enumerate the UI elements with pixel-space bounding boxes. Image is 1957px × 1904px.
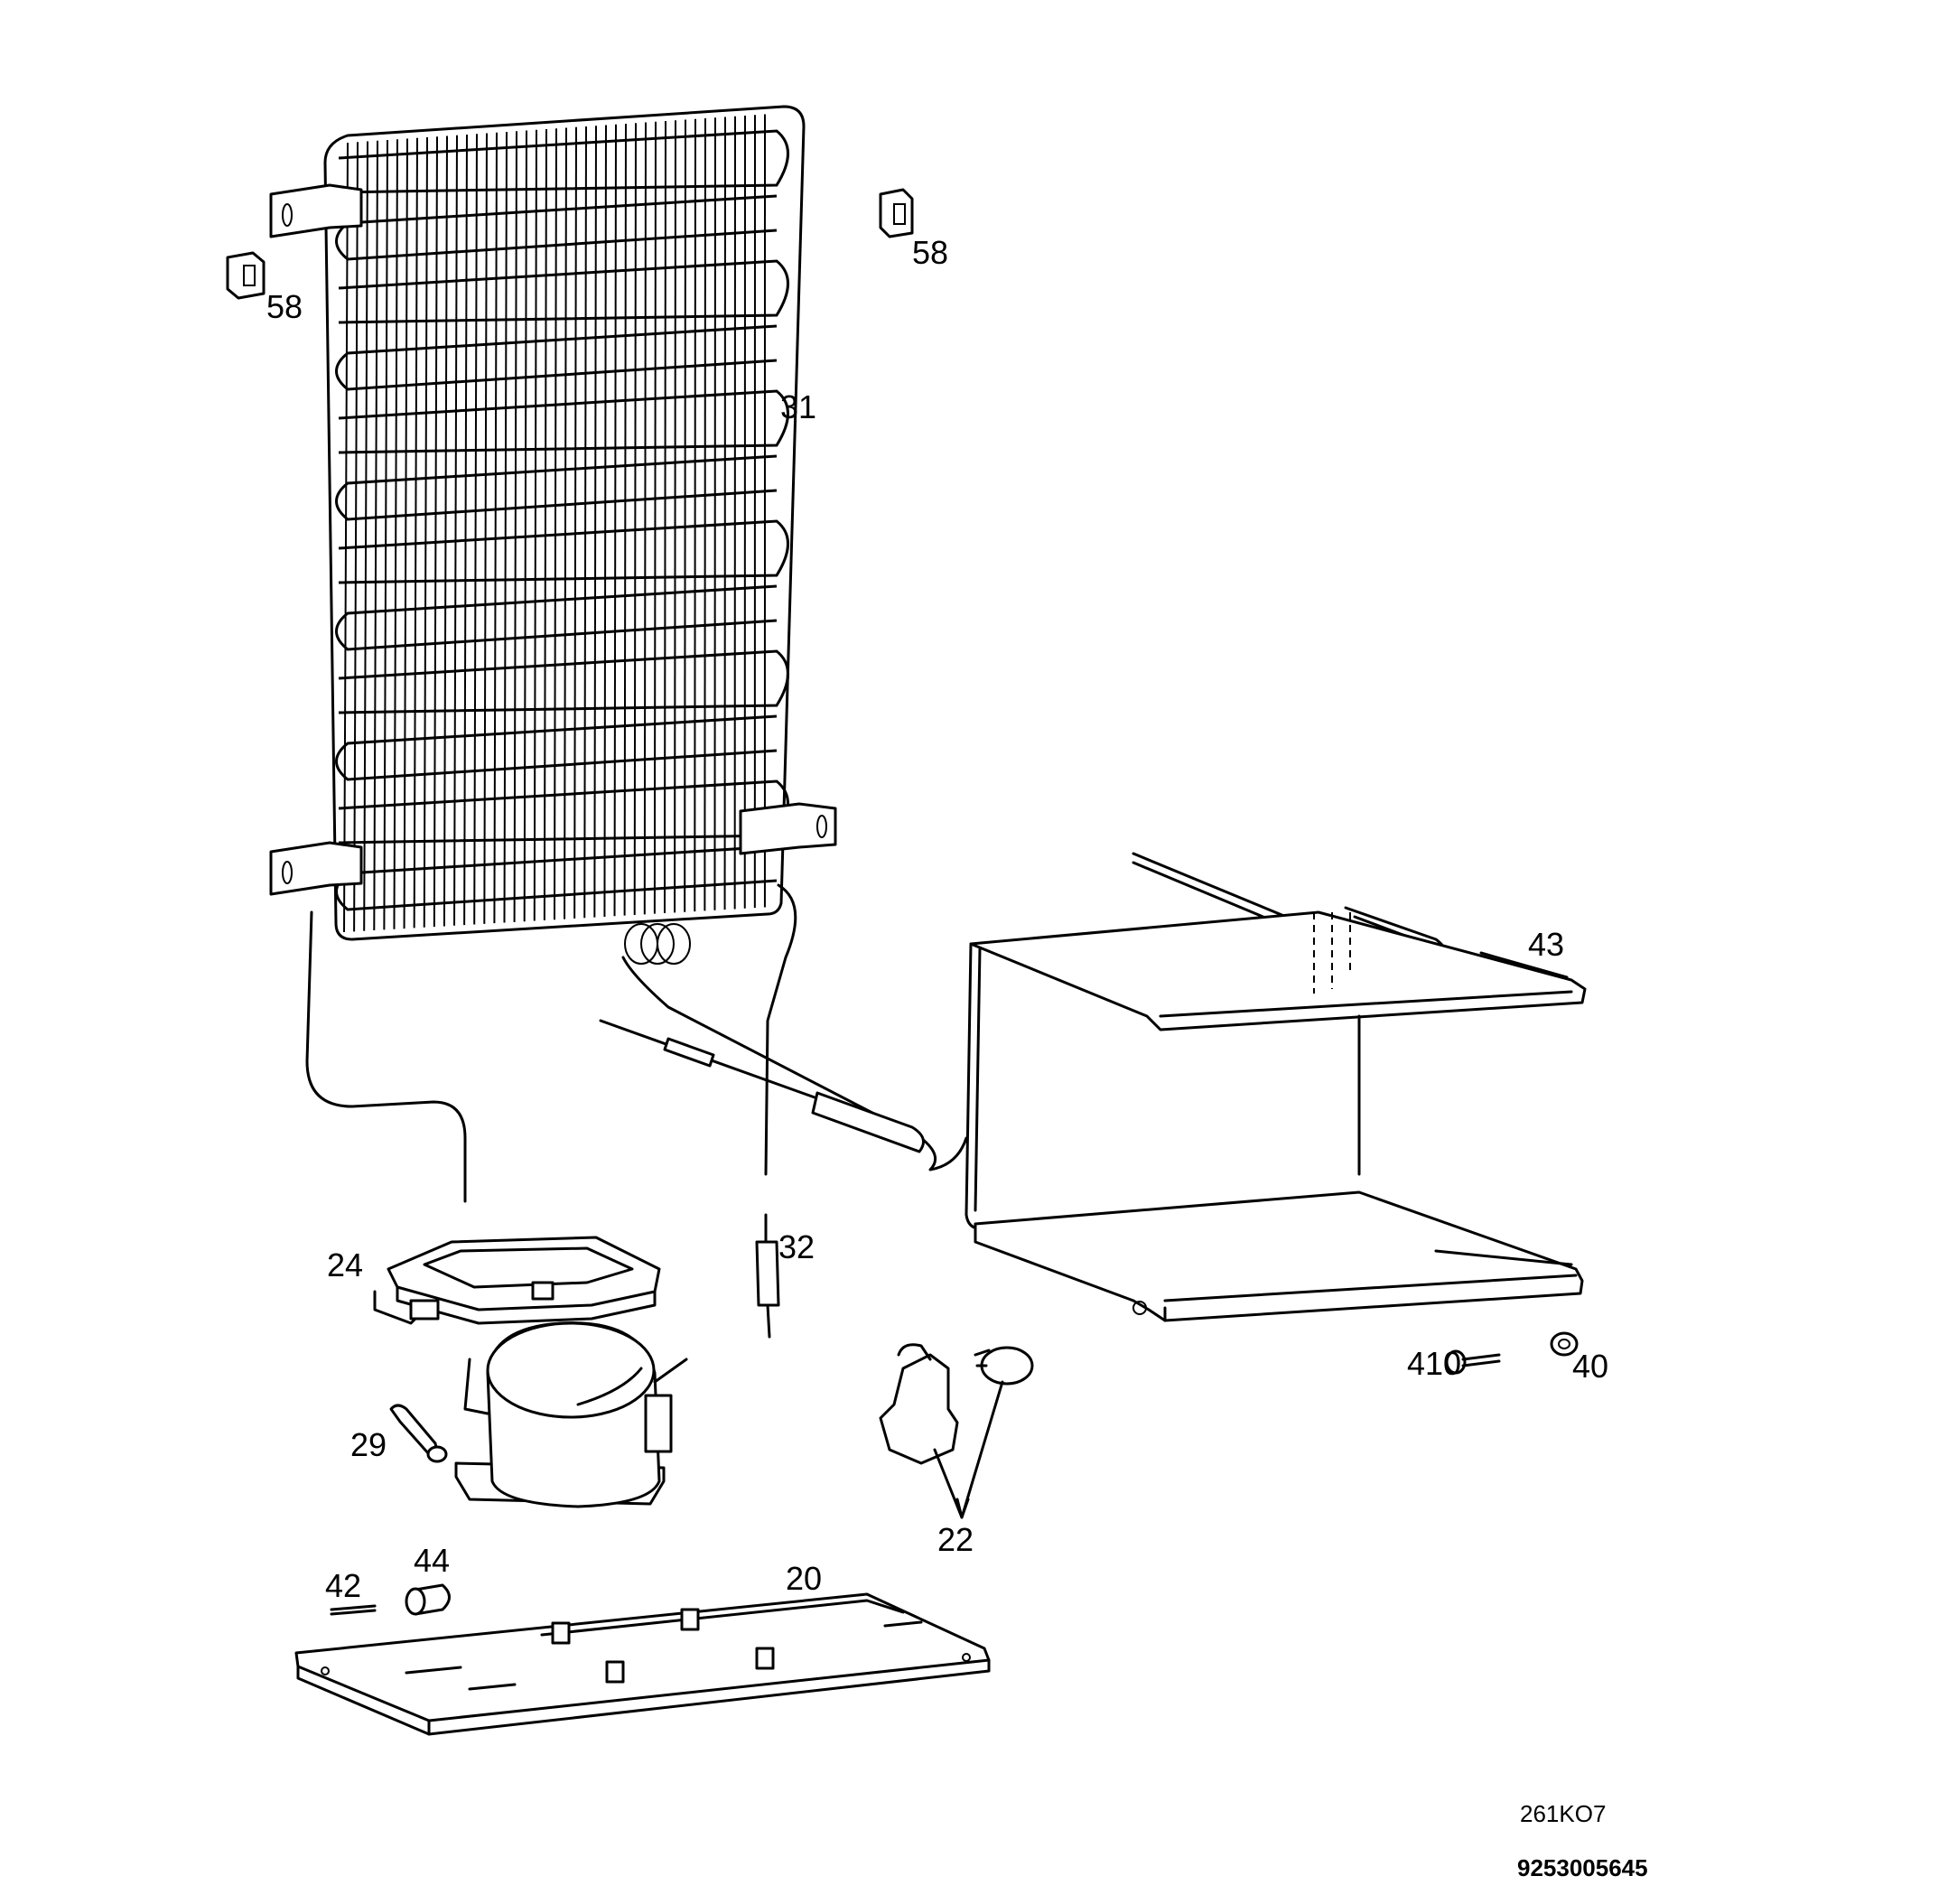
label-58-left: 58 — [266, 288, 303, 325]
label-20: 20 — [786, 1560, 822, 1597]
label-44: 44 — [414, 1542, 450, 1579]
label-24: 24 — [327, 1246, 363, 1283]
clip-right — [879, 188, 914, 238]
label-58-right: 58 — [912, 234, 948, 271]
clip-left — [226, 251, 266, 300]
label-410: 410 — [1407, 1345, 1461, 1382]
bracket-top-left — [269, 183, 363, 238]
pin — [330, 1604, 377, 1616]
compressor-base — [373, 1236, 661, 1325]
frame — [965, 852, 1587, 1322]
condenser-coil — [269, 105, 837, 1203]
relay-connector — [389, 1404, 448, 1463]
screw — [1445, 1349, 1501, 1375]
filter-drier — [755, 1213, 780, 1339]
callout-labels: 31 58 58 32 24 29 22 20 42 44 43 410 40 — [266, 234, 1608, 1604]
label-40: 40 — [1572, 1348, 1608, 1385]
mounting-plate — [294, 1592, 991, 1736]
nut — [1550, 1331, 1579, 1357]
bracket-bottom-left — [269, 841, 363, 896]
compressor — [454, 1321, 688, 1508]
label-42: 42 — [325, 1567, 361, 1604]
grommet — [405, 1583, 451, 1616]
label-29: 29 — [350, 1426, 387, 1463]
label-43: 43 — [1528, 926, 1564, 963]
label-32: 32 — [778, 1228, 815, 1265]
drawing-code: 261KO7 — [1520, 1800, 1606, 1827]
label-22: 22 — [937, 1521, 974, 1558]
label-31: 31 — [780, 388, 816, 425]
starter-relay-overload — [879, 1343, 1034, 1519]
capillary-tube — [599, 923, 968, 1171]
condenser-wires — [343, 114, 766, 933]
part-number: 9253005645 — [1517, 1854, 1648, 1881]
bracket-bottom-right — [739, 802, 837, 855]
